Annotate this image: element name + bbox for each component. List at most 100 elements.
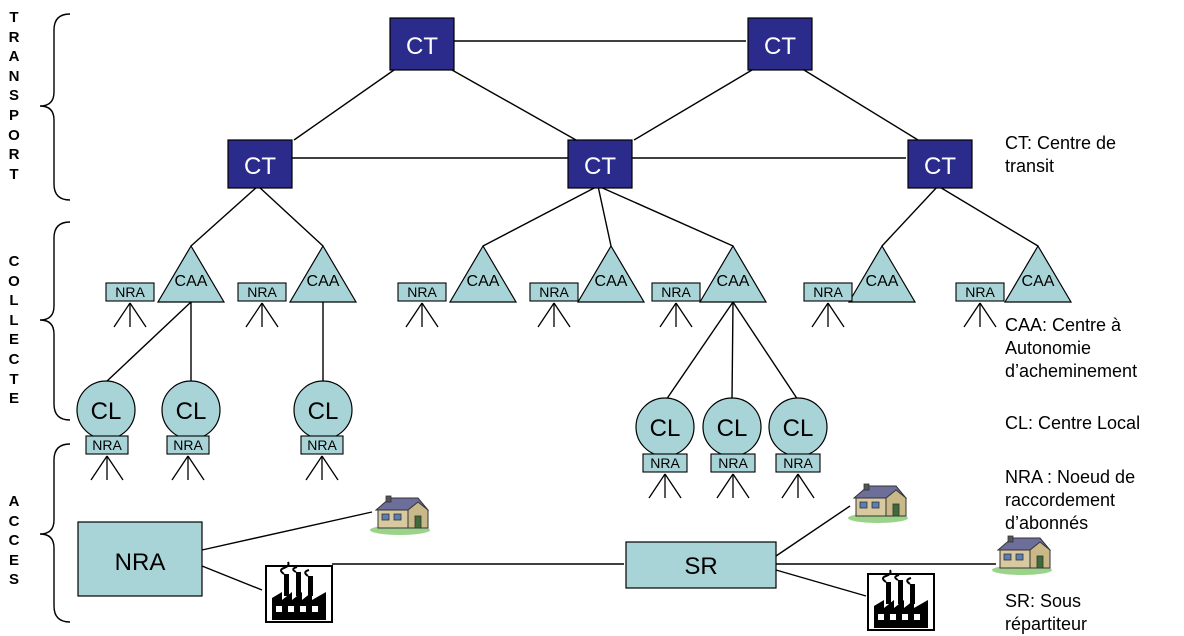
nra-node[interactable]: NRA: [529, 282, 579, 302]
legend-cl: CL: Centre Local: [1005, 412, 1181, 435]
nra-large-node[interactable]: NRA: [77, 521, 203, 597]
subscriber-fan: [245, 302, 279, 328]
ct-node[interactable]: CT: [389, 17, 455, 71]
nra-node[interactable]: NRA: [237, 282, 287, 302]
ct-node[interactable]: CT: [907, 139, 973, 189]
legend-line: CT: Centre de: [1005, 133, 1117, 153]
legend-line: Autonomie: [1005, 338, 1092, 358]
nra-node[interactable]: NRA: [105, 282, 155, 302]
nra-large-label: NRA: [115, 549, 166, 576]
cl-node[interactable]: CL: [635, 397, 695, 457]
nra-node[interactable]: NRA: [803, 282, 853, 302]
caa-label: CAA: [1022, 273, 1055, 290]
legend-caa: CAA: Centre à Autonomie d’acheminement: [1005, 314, 1181, 383]
nra-node[interactable]: NRA: [955, 282, 1005, 302]
legend-line: NRA : Noeud de: [1005, 467, 1136, 487]
factory-icon: [265, 561, 333, 623]
subscriber-fan: [405, 302, 439, 328]
caa-node[interactable]: CAA: [698, 244, 768, 303]
nra-label: NRA: [813, 284, 843, 300]
nra-label: NRA: [92, 437, 122, 453]
subscriber-fan: [537, 302, 571, 328]
nra-node[interactable]: NRA: [642, 453, 688, 473]
cl-node[interactable]: CL: [161, 380, 221, 440]
cl-label: CL: [650, 415, 681, 442]
nra-label: NRA: [661, 284, 691, 300]
caa-label: CAA: [467, 273, 500, 290]
cl-node[interactable]: CL: [293, 380, 353, 440]
caa-label: CAA: [175, 273, 208, 290]
caa-label: CAA: [717, 273, 750, 290]
subscriber-fan: [113, 302, 147, 328]
subscriber-fan: [90, 455, 124, 481]
ct-node[interactable]: CT: [567, 139, 633, 189]
legend-line: CL: Centre Local: [1005, 413, 1141, 433]
legend-line: CAA: Centre à: [1005, 315, 1122, 335]
caa-label: CAA: [595, 273, 628, 290]
subscriber-fan: [716, 473, 750, 499]
legend-nra: NRA : Noeud de raccordement d’abonnés: [1005, 466, 1181, 535]
connection-lines: [105, 40, 1039, 597]
ct-label: CT: [406, 33, 438, 60]
subscriber-lines: [90, 302, 997, 499]
house-icon: [991, 535, 1053, 576]
nra-label: NRA: [247, 284, 277, 300]
nra-label: NRA: [115, 284, 145, 300]
cl-label: CL: [91, 398, 122, 425]
ct-label: CT: [924, 153, 956, 180]
caa-label: CAA: [866, 273, 899, 290]
nra-label: NRA: [650, 455, 680, 471]
caa-node[interactable]: CAA: [156, 244, 226, 303]
nra-node[interactable]: NRA: [651, 282, 701, 302]
legend-line: répartiteur: [1005, 614, 1088, 634]
nra-node[interactable]: NRA: [397, 282, 447, 302]
cl-node[interactable]: CL: [76, 380, 136, 440]
nra-node[interactable]: NRA: [775, 453, 821, 473]
house-icon: [847, 483, 909, 524]
ct-node[interactable]: CT: [747, 17, 813, 71]
ct-nodes: CT CT CT CT CT: [227, 17, 973, 189]
caa-node[interactable]: CAA: [847, 244, 917, 303]
nra-cl-nodes: NRA NRA NRA NRA NRA NRA: [85, 435, 821, 473]
caa-nodes: CAA CAA CAA CAA CAA CAA CAA: [156, 244, 1073, 303]
legend-line: transit: [1005, 156, 1055, 176]
nra-label: NRA: [965, 284, 995, 300]
brace-acces: [39, 443, 71, 623]
cl-label: CL: [783, 415, 814, 442]
legend-line: SR: Sous: [1005, 591, 1082, 611]
factory-icon: [867, 569, 935, 631]
cl-node[interactable]: CL: [702, 397, 762, 457]
subscriber-fan: [305, 455, 339, 481]
brace-transport: [39, 13, 71, 201]
nra-node[interactable]: NRA: [166, 435, 210, 455]
ct-node[interactable]: CT: [227, 139, 293, 189]
subscriber-fan: [171, 455, 205, 481]
legend-line: raccordement: [1005, 490, 1116, 510]
nra-node[interactable]: NRA: [710, 453, 756, 473]
nra-label: NRA: [718, 455, 748, 471]
caa-node[interactable]: CAA: [448, 244, 518, 303]
subscriber-fan: [648, 473, 682, 499]
subscriber-fan: [811, 302, 845, 328]
nra-label: NRA: [539, 284, 569, 300]
nra-node[interactable]: NRA: [85, 435, 129, 455]
sr-node[interactable]: SR: [625, 541, 777, 589]
cl-label: CL: [308, 398, 339, 425]
caa-node[interactable]: CAA: [576, 244, 646, 303]
caa-node[interactable]: CAA: [1003, 244, 1073, 303]
nra-node[interactable]: NRA: [300, 435, 344, 455]
nra-label: NRA: [307, 437, 337, 453]
subscriber-fan: [963, 302, 997, 328]
legend-ct: CT: Centre de transit: [1005, 132, 1181, 178]
subscriber-fan: [659, 302, 693, 328]
legend-line: d’abonnés: [1005, 513, 1089, 533]
cl-node[interactable]: CL: [768, 397, 828, 457]
nra-small-nodes: NRA NRA NRA NRA NRA NRA NRA: [105, 282, 1005, 302]
ct-label: CT: [764, 33, 796, 60]
ct-label: CT: [584, 153, 616, 180]
caa-node[interactable]: CAA: [288, 244, 358, 303]
ct-label: CT: [244, 153, 276, 180]
